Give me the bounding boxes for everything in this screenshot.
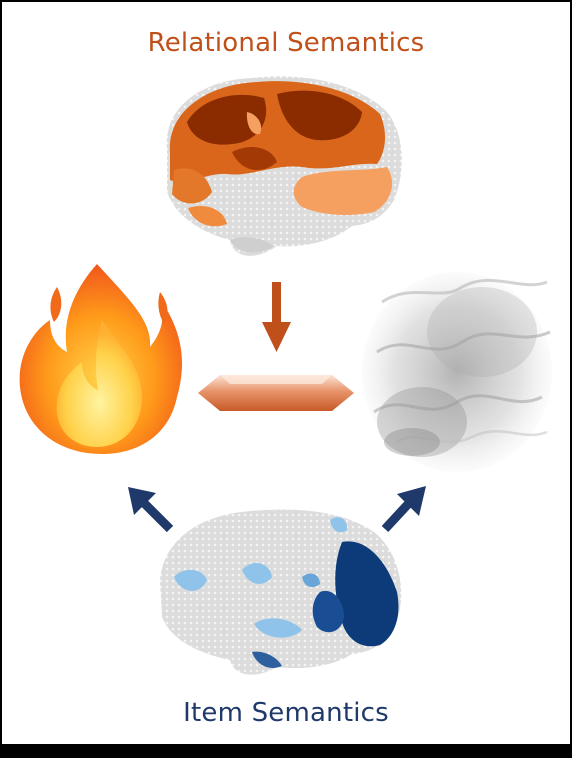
relational-semantics-label: Relational Semantics (147, 28, 425, 58)
arrow-up-left-icon (128, 487, 174, 533)
brain-orange-icon (166, 76, 402, 256)
arrow-down-icon (262, 282, 291, 352)
brain-blue-icon (160, 509, 402, 675)
arrow-up-right-icon (381, 486, 426, 533)
smoke-icon (362, 272, 552, 472)
diagram-graphics (19, 76, 552, 675)
double-arrow-icon (198, 375, 354, 411)
diagram-canvas: Relational Semantics (2, 2, 570, 744)
fire-icon (19, 264, 183, 454)
item-semantics-label: Item Semantics (183, 698, 389, 728)
